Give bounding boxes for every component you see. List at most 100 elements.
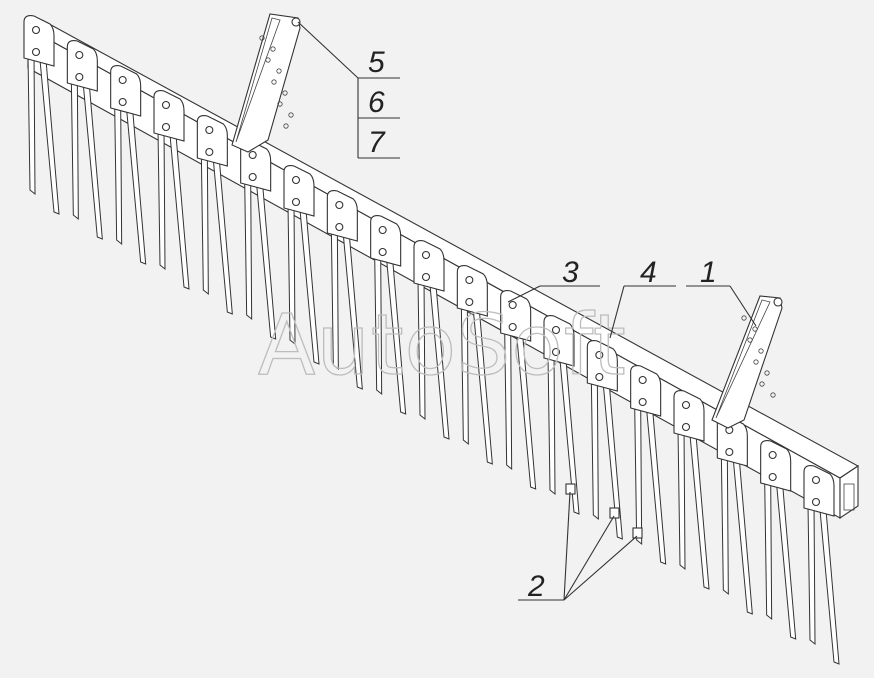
bolt-head [378, 225, 387, 235]
bolt-head [768, 450, 777, 460]
callout-6: 6 [368, 86, 385, 119]
clamp-plate [370, 215, 402, 267]
clamp-plate [803, 465, 835, 517]
bolt-head [118, 75, 127, 85]
tine-rod [646, 409, 667, 565]
tine-rod [244, 178, 253, 321]
clamp-plate [283, 165, 315, 217]
callout-2: 2 [527, 570, 545, 603]
tine-assembly [673, 390, 710, 590]
tine-assembly [543, 315, 580, 515]
clamp-plate [326, 190, 358, 242]
bolt-head [161, 100, 171, 110]
clamp-plate [760, 440, 792, 492]
tine-assembly [803, 465, 840, 665]
tine-assembly [23, 15, 60, 215]
bolt-head [681, 400, 691, 410]
clamp-plate [110, 65, 142, 117]
bolt-head [75, 50, 84, 60]
bolt-head [421, 250, 431, 260]
bolt-head [31, 47, 41, 57]
bolt-head [768, 472, 777, 482]
tine-assembly [326, 190, 363, 390]
tine-rod [807, 503, 816, 646]
tine-rod [819, 509, 840, 665]
tine-rod [764, 478, 773, 621]
bracket-hole [770, 392, 776, 398]
bolt-head [811, 497, 821, 507]
bolt-head [378, 247, 387, 257]
tine-array [23, 15, 840, 665]
bracket-hole [271, 79, 277, 85]
tine-rod [157, 128, 166, 271]
bolt-head [161, 122, 171, 132]
tine-assembly [370, 215, 407, 415]
bolt-head [335, 222, 344, 232]
bolt-head [291, 175, 301, 185]
bolt-head [638, 397, 647, 407]
bracket-hole [741, 315, 747, 321]
tine-assembly [500, 290, 537, 490]
bracket-hole [764, 370, 770, 376]
tine-rod [200, 153, 209, 296]
tine-assembly [66, 40, 103, 240]
tine-assembly [110, 65, 147, 265]
tine-assembly [456, 265, 493, 465]
tine-rod [634, 403, 643, 546]
bolt-head [508, 300, 517, 310]
bolt-head [205, 125, 214, 135]
bolt-head [31, 25, 41, 35]
callout-leaders [297, 21, 757, 601]
tine-assembly [196, 115, 233, 315]
bracket-hole [758, 348, 764, 354]
callout-7: 7 [368, 126, 386, 159]
tine-assembly [153, 90, 190, 290]
tine-assembly [716, 415, 753, 615]
clamp-plate [673, 390, 705, 442]
bolt-head [551, 347, 561, 357]
tine-rod [590, 378, 599, 521]
bolt-head [421, 272, 431, 282]
bracket-hole [270, 46, 276, 52]
clamp-plate [586, 340, 618, 392]
bracket-hole [259, 35, 265, 41]
bolt-head [725, 447, 734, 457]
clamp-plate [153, 90, 185, 142]
tine-rod [70, 78, 79, 221]
clamp-plate [196, 115, 228, 167]
clamp-plate [413, 240, 445, 292]
bolt-head [638, 375, 647, 385]
bolt-head [465, 297, 474, 307]
bracket-hole [288, 112, 294, 118]
clamp-plate [500, 290, 532, 342]
bolt-head [465, 275, 474, 285]
tine-rod [212, 159, 233, 315]
bolt-head [291, 197, 301, 207]
tine-rod [776, 484, 797, 640]
tine-rod [689, 434, 710, 590]
clamp-plate [66, 40, 98, 92]
bolt-head [811, 475, 821, 485]
bolt-head [595, 372, 604, 382]
clamp-plate [23, 15, 55, 67]
bracket-hole [753, 359, 759, 365]
tine-assembly [413, 240, 450, 440]
clamp-plate [456, 265, 488, 317]
callout-5: 5 [368, 46, 385, 79]
spring-markers [565, 483, 643, 539]
tine-rod [27, 53, 36, 196]
tine-rod [114, 103, 123, 246]
tine-assembly [760, 440, 797, 640]
tine-rod [126, 109, 147, 265]
left-bracket [231, 13, 301, 153]
bolt-head [335, 200, 344, 210]
tine-rod [720, 453, 729, 596]
tine-assembly [240, 140, 277, 340]
bracket-hole [277, 101, 283, 107]
clamp-plate [630, 365, 662, 417]
bracket-hole [759, 381, 765, 387]
tine-assembly [283, 165, 320, 365]
tine-rod [677, 428, 686, 571]
watermark-text: AutoSoft [258, 296, 627, 394]
